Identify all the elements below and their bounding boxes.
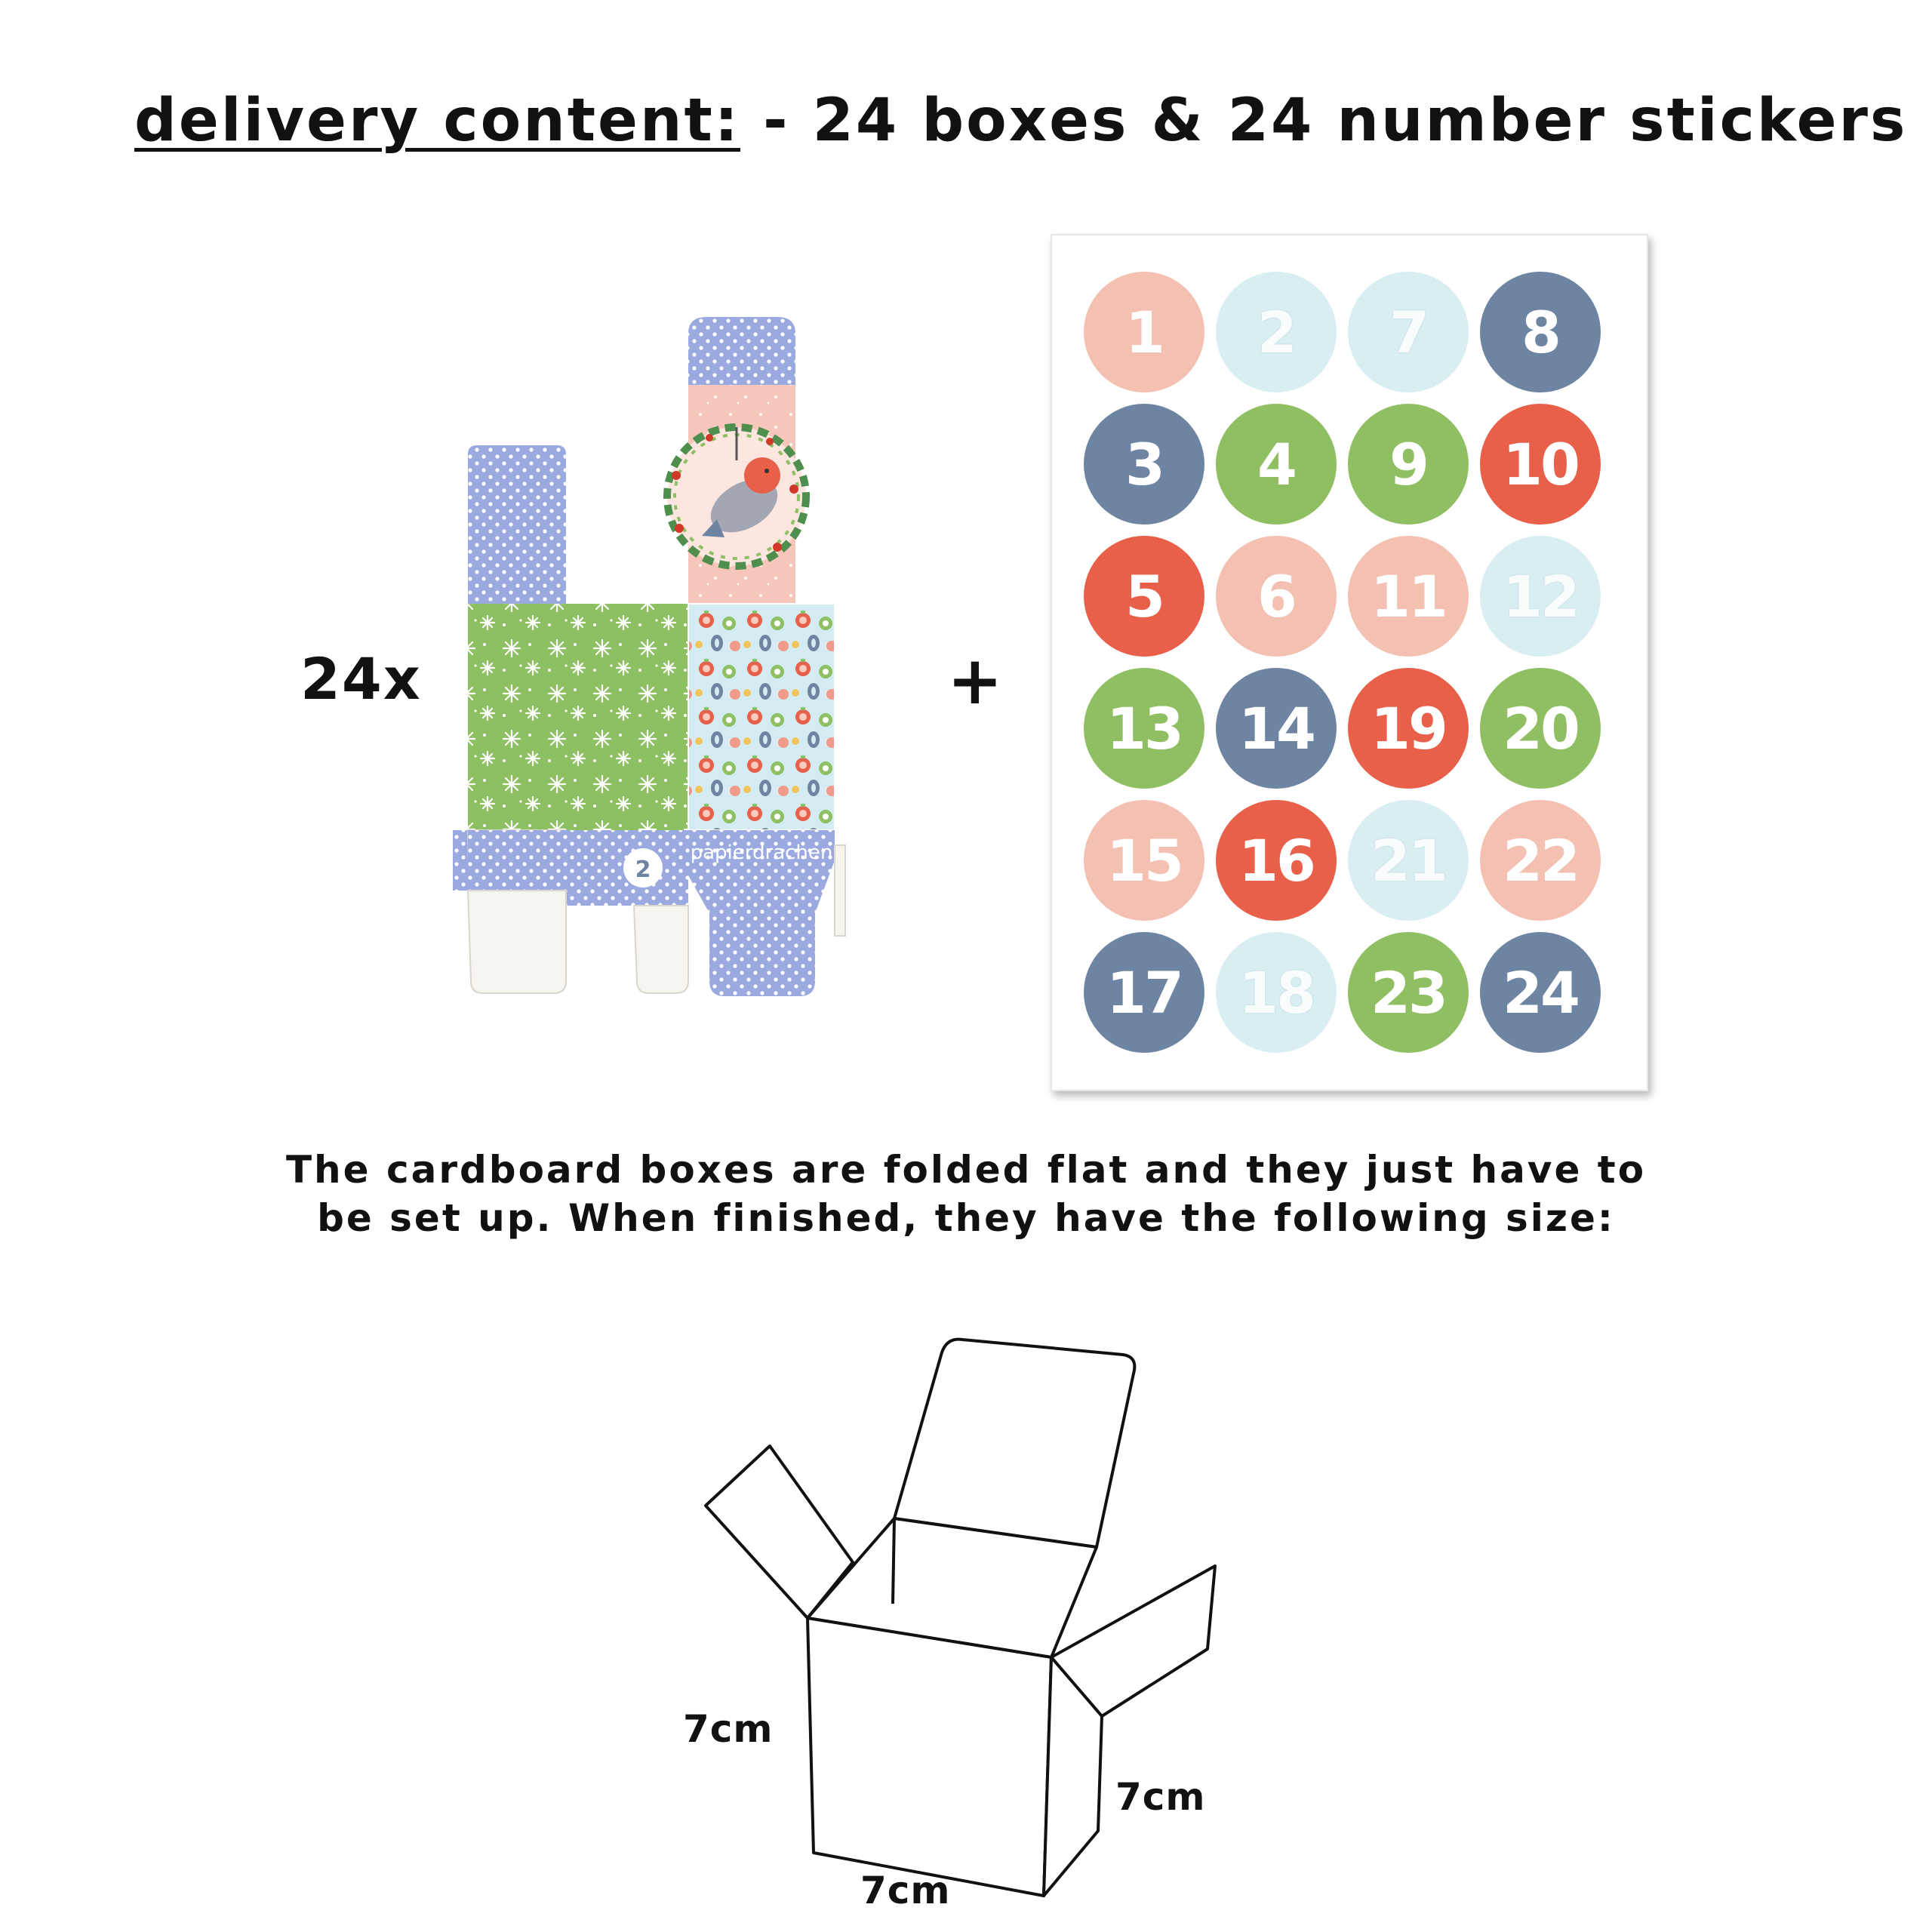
- number-sticker: 13: [1084, 668, 1204, 789]
- note-line-1: The cardboard boxes are folded flat and …: [285, 1148, 1647, 1192]
- number-sticker: 4: [1216, 404, 1337, 525]
- page-heading: delivery content: - 24 boxes & 24 number…: [134, 87, 1908, 155]
- number-sticker: 15: [1084, 800, 1204, 921]
- plus-sign: +: [947, 641, 1003, 719]
- number-sticker: 14: [1216, 668, 1337, 789]
- brand-text: papierdrachen: [691, 841, 833, 864]
- number-sticker: 2: [1216, 272, 1337, 392]
- number-sticker: 1: [1084, 272, 1204, 392]
- instruction-note: The cardboard boxes are folded flat and …: [272, 1146, 1660, 1242]
- flat-box-illustration: 2 papierdrachen: [453, 317, 846, 996]
- quantity-label: 24x: [300, 645, 422, 712]
- number-sticker: 5: [1084, 536, 1204, 657]
- number-sticker: 23: [1348, 932, 1469, 1053]
- number-sticker: 20: [1480, 668, 1601, 789]
- note-line-2: be set up. When finished, they have the …: [317, 1196, 1615, 1240]
- wreath-illustration: [663, 423, 810, 570]
- number-sticker: 22: [1480, 800, 1601, 921]
- heading-underlined: delivery content:: [134, 87, 740, 155]
- number-sticker: 7: [1348, 272, 1469, 392]
- width-dimension: 7cm: [860, 1869, 951, 1912]
- number-sticker: 18: [1216, 932, 1337, 1053]
- number-sticker: 21: [1348, 800, 1469, 921]
- number-sticker: 8: [1480, 272, 1601, 392]
- number-sticker: 6: [1216, 536, 1337, 657]
- height-dimension: 7cm: [683, 1707, 774, 1751]
- number-sticker: 10: [1480, 404, 1601, 525]
- number-sticker: 11: [1348, 536, 1469, 657]
- number-sticker: 16: [1216, 800, 1337, 921]
- depth-dimension: 7cm: [1115, 1775, 1206, 1819]
- number-sticker: 3: [1084, 404, 1204, 525]
- number-sticker: 24: [1480, 932, 1601, 1053]
- number-sticker: 12: [1480, 536, 1601, 657]
- number-sticker: 9: [1348, 404, 1469, 525]
- open-box-diagram: [704, 1337, 1217, 1897]
- box-tab-number: 2: [635, 857, 651, 883]
- heading-rest: - 24 boxes & 24 number stickers: [740, 87, 1908, 155]
- number-sticker: 19: [1348, 668, 1469, 789]
- number-sticker: 17: [1084, 932, 1204, 1053]
